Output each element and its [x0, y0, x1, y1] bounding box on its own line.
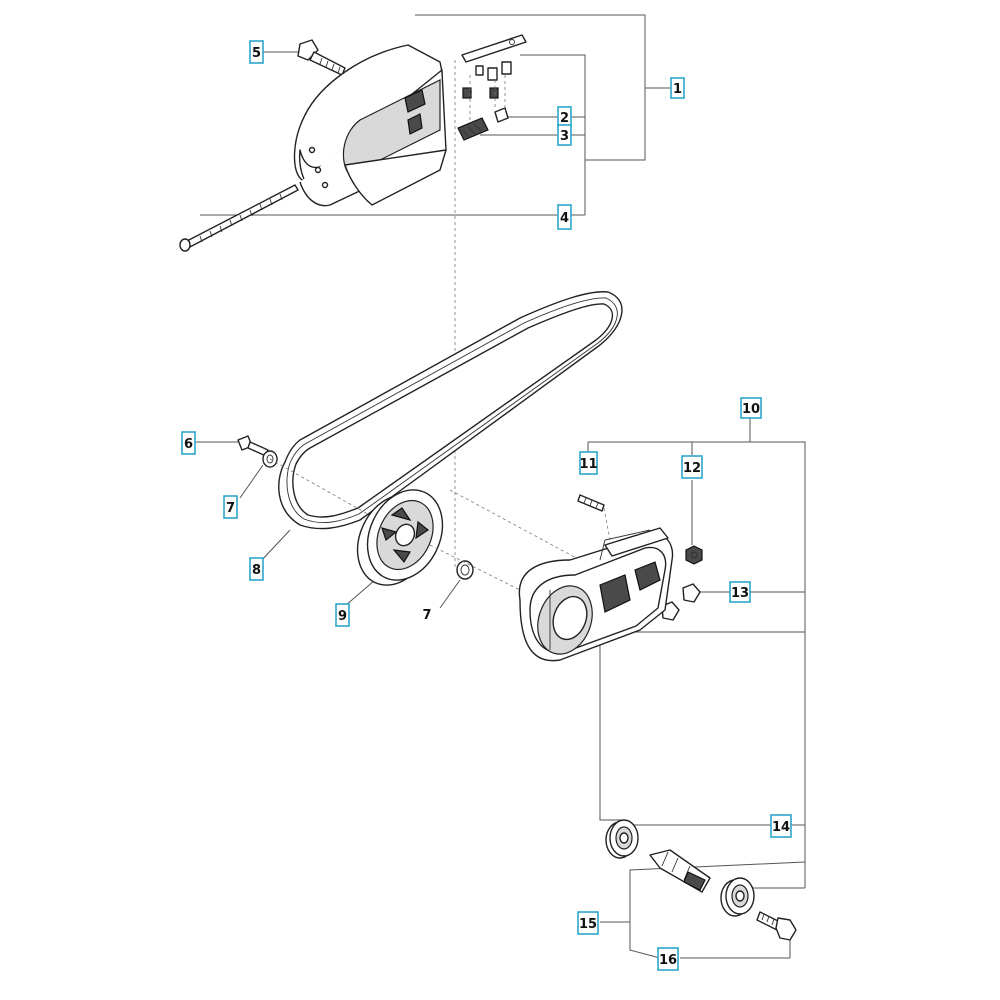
callout-11: 11: [579, 451, 598, 475]
bolt-16: [756, 911, 797, 941]
svg-text:7: 7: [422, 608, 431, 623]
callout-6: 6: [181, 431, 196, 455]
callout-2: 2: [557, 106, 572, 128]
callout-5: 5: [249, 40, 264, 64]
svg-text:10: 10: [742, 402, 760, 417]
long-bolt-4: [179, 184, 299, 252]
callout-9: 9: [335, 603, 350, 627]
svg-text:15: 15: [579, 917, 597, 932]
callout-1: 1: [670, 77, 685, 99]
svg-text:12: 12: [683, 461, 701, 476]
svg-text:3: 3: [560, 129, 569, 144]
callout-6-7-8-leaders: [196, 441, 461, 609]
svg-text:14: 14: [772, 820, 790, 835]
callout-4: 4: [557, 204, 572, 230]
screws-13: [661, 583, 701, 621]
callout-12: 12: [681, 455, 703, 479]
drive-belt-8: [278, 291, 623, 530]
screw-6: [237, 435, 269, 457]
callout-15: 15: [577, 911, 599, 935]
gearbox-housing-10: [518, 527, 674, 662]
washer-7-right: [429, 489, 581, 611]
callout-10-leaders: [587, 418, 806, 959]
bolt-5: [297, 39, 346, 76]
callout-16: 16: [657, 947, 679, 971]
callout-13: 13: [729, 581, 751, 603]
shaft-15: [649, 849, 711, 893]
svg-text:9: 9: [338, 609, 347, 624]
pin-11: [577, 494, 611, 541]
bearing-14: [605, 819, 639, 859]
callout-7a: 7: [223, 495, 238, 519]
svg-text:8: 8: [252, 563, 261, 578]
pulley-9: [356, 489, 444, 586]
plate-and-clips: [454, 34, 527, 570]
callout-14: 14: [770, 814, 792, 838]
svg-text:2: 2: [560, 111, 569, 126]
svg-text:6: 6: [184, 437, 193, 452]
callout-8: 8: [249, 557, 264, 581]
callout-3: 3: [557, 124, 572, 146]
svg-text:1: 1: [673, 82, 682, 97]
svg-text:13: 13: [731, 586, 749, 601]
svg-text:7: 7: [226, 501, 235, 516]
svg-text:11: 11: [579, 457, 597, 472]
svg-text:5: 5: [252, 46, 261, 61]
svg-text:4: 4: [560, 211, 569, 226]
svg-text:16: 16: [659, 953, 677, 968]
bearing-14-lower: [720, 877, 755, 917]
callout-7b: 7: [422, 608, 431, 623]
callout-10: 10: [740, 397, 762, 419]
belt-cover-1: [293, 44, 447, 207]
nut-12: [685, 545, 703, 565]
